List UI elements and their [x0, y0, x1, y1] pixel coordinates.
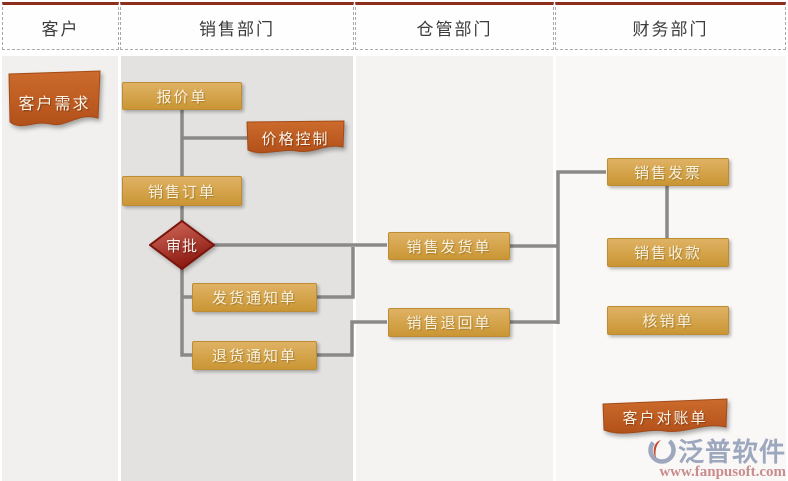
- lane-header-label: 销售部门: [199, 19, 275, 39]
- node-customer-statement[interactable]: 客户对账单: [602, 398, 728, 438]
- wave-shape: [8, 70, 101, 127]
- node-label: 销售订单: [147, 183, 216, 201]
- brand-name: 泛普软件: [677, 436, 786, 467]
- connector-delivery-notice-junction: [316, 247, 355, 299]
- lane-header-sales: 销售部门: [120, 2, 354, 50]
- node-quotation[interactable]: 报价单: [122, 82, 242, 110]
- lane-header-label: 财务部门: [632, 19, 709, 39]
- node-customer-need[interactable]: 客户需求: [8, 70, 101, 132]
- node-label: 退货通知单: [211, 348, 297, 365]
- node-label: 核销单: [642, 313, 694, 330]
- node-label: 销售发票: [633, 164, 702, 182]
- node-label: 销售退回单: [406, 315, 492, 332]
- node-write-off[interactable]: 核销单: [607, 306, 729, 335]
- lane-warehouse: [356, 56, 553, 481]
- lane-header-finance: 财务部门: [555, 2, 786, 50]
- node-label: 报价单: [156, 88, 208, 106]
- wave-shape: [602, 398, 728, 434]
- node-label: 客户对账单: [622, 410, 708, 427]
- wave-shape: [246, 120, 345, 154]
- node-label: 价格控制: [261, 131, 330, 148]
- node-label: 客户需求: [18, 96, 91, 113]
- node-sales-return[interactable]: 销售退回单: [388, 308, 510, 337]
- fanpu-logo-icon: [648, 436, 676, 464]
- lane-header-warehouse: 仓管部门: [355, 2, 554, 50]
- node-approval-decision[interactable]: 审批: [149, 220, 215, 270]
- node-label: 审批: [165, 237, 198, 255]
- node-label: 销售收款: [633, 245, 702, 262]
- node-return-notice[interactable]: 退货通知单: [192, 341, 317, 370]
- watermark: 泛普软件 www.fanpusoft.com: [648, 435, 786, 480]
- website-url[interactable]: www.fanpusoft.com: [659, 464, 786, 480]
- node-label: 销售发货单: [406, 238, 492, 256]
- diamond-shape: [149, 220, 215, 270]
- connector-return-notice-to-sales-return: [316, 320, 387, 357]
- node-delivery-notice[interactable]: 发货通知单: [192, 283, 317, 312]
- connector-to-sales-invoice: [556, 170, 606, 324]
- node-sales-receipt[interactable]: 销售收款: [607, 238, 729, 267]
- node-sales-invoice[interactable]: 销售发票: [607, 158, 729, 186]
- node-label: 发货通知单: [211, 290, 297, 307]
- lane-header-customer: 客户: [2, 2, 119, 50]
- node-sales-delivery[interactable]: 销售发货单: [388, 232, 510, 260]
- lane-header-label: 客户: [41, 19, 80, 39]
- brand-row: 泛普软件: [648, 435, 786, 467]
- lane-customer: [2, 56, 118, 481]
- node-price-control[interactable]: 价格控制: [246, 120, 345, 158]
- lane-header-label: 仓管部门: [416, 19, 493, 39]
- node-sales-order[interactable]: 销售订单: [122, 176, 242, 206]
